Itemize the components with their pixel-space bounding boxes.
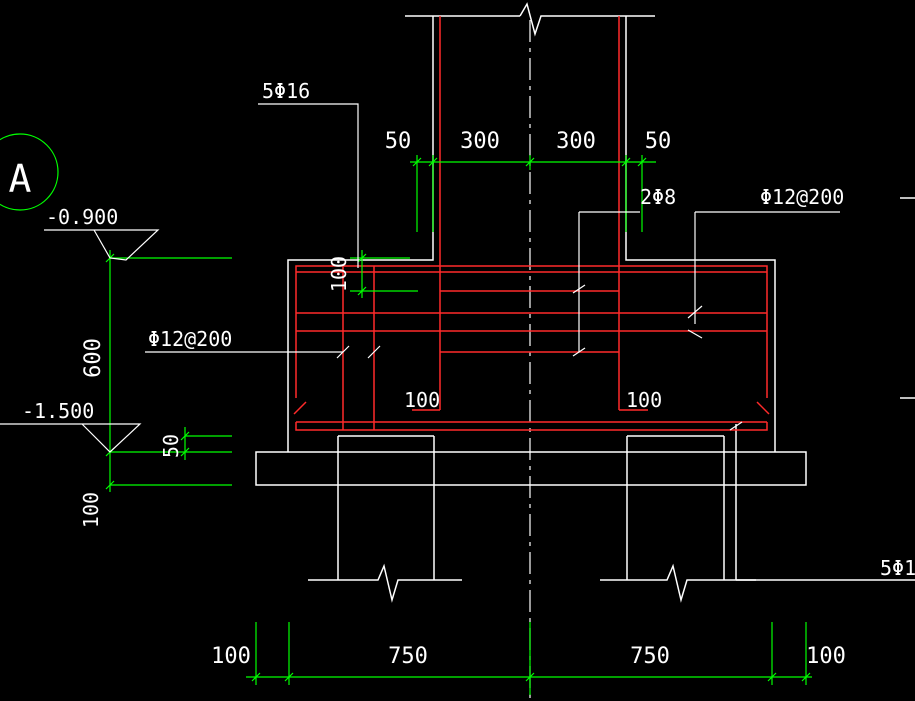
dim-top-3: 300 [556,129,596,154]
rebar-leaders [0,103,840,453]
rebar-label-stirrup: 2Φ8 [640,185,676,209]
rebar-label-dist-left: Φ12@200 [148,327,232,351]
dim-bottom-2: 750 [388,644,428,669]
dim-bottom-1: 100 [211,644,251,669]
dim-bottom-3: 750 [630,644,670,669]
dim-top-4: 50 [645,129,672,154]
elevation-bottom: -1.500 [22,399,94,423]
dimension-lines [0,133,812,695]
rebar-label-top-main: 5Φ16 [262,79,310,103]
dim-left-cover: 100 [327,256,351,292]
grid-axis-label: A [9,157,32,201]
elevation-top: -0.900 [46,205,118,229]
rebar-label-bottom-main: 5Φ16 [880,556,915,580]
rebar-label-anchor-left: 100 [404,388,440,412]
dim-left-bed: 50 [159,434,183,458]
top-break-symbol [519,2,545,37]
dim-left-pad: 100 [79,492,103,528]
rebar-layout [293,16,770,431]
dim-top-2: 300 [460,129,500,154]
rebar-label-dist-right: Φ12@200 [760,185,844,209]
concrete-outline [255,15,915,603]
rebar-label-anchor-right: 100 [626,388,662,412]
dim-bottom-4: 100 [806,644,846,669]
dim-left-depth: 600 [81,338,106,378]
dim-top-1: 50 [385,129,412,154]
